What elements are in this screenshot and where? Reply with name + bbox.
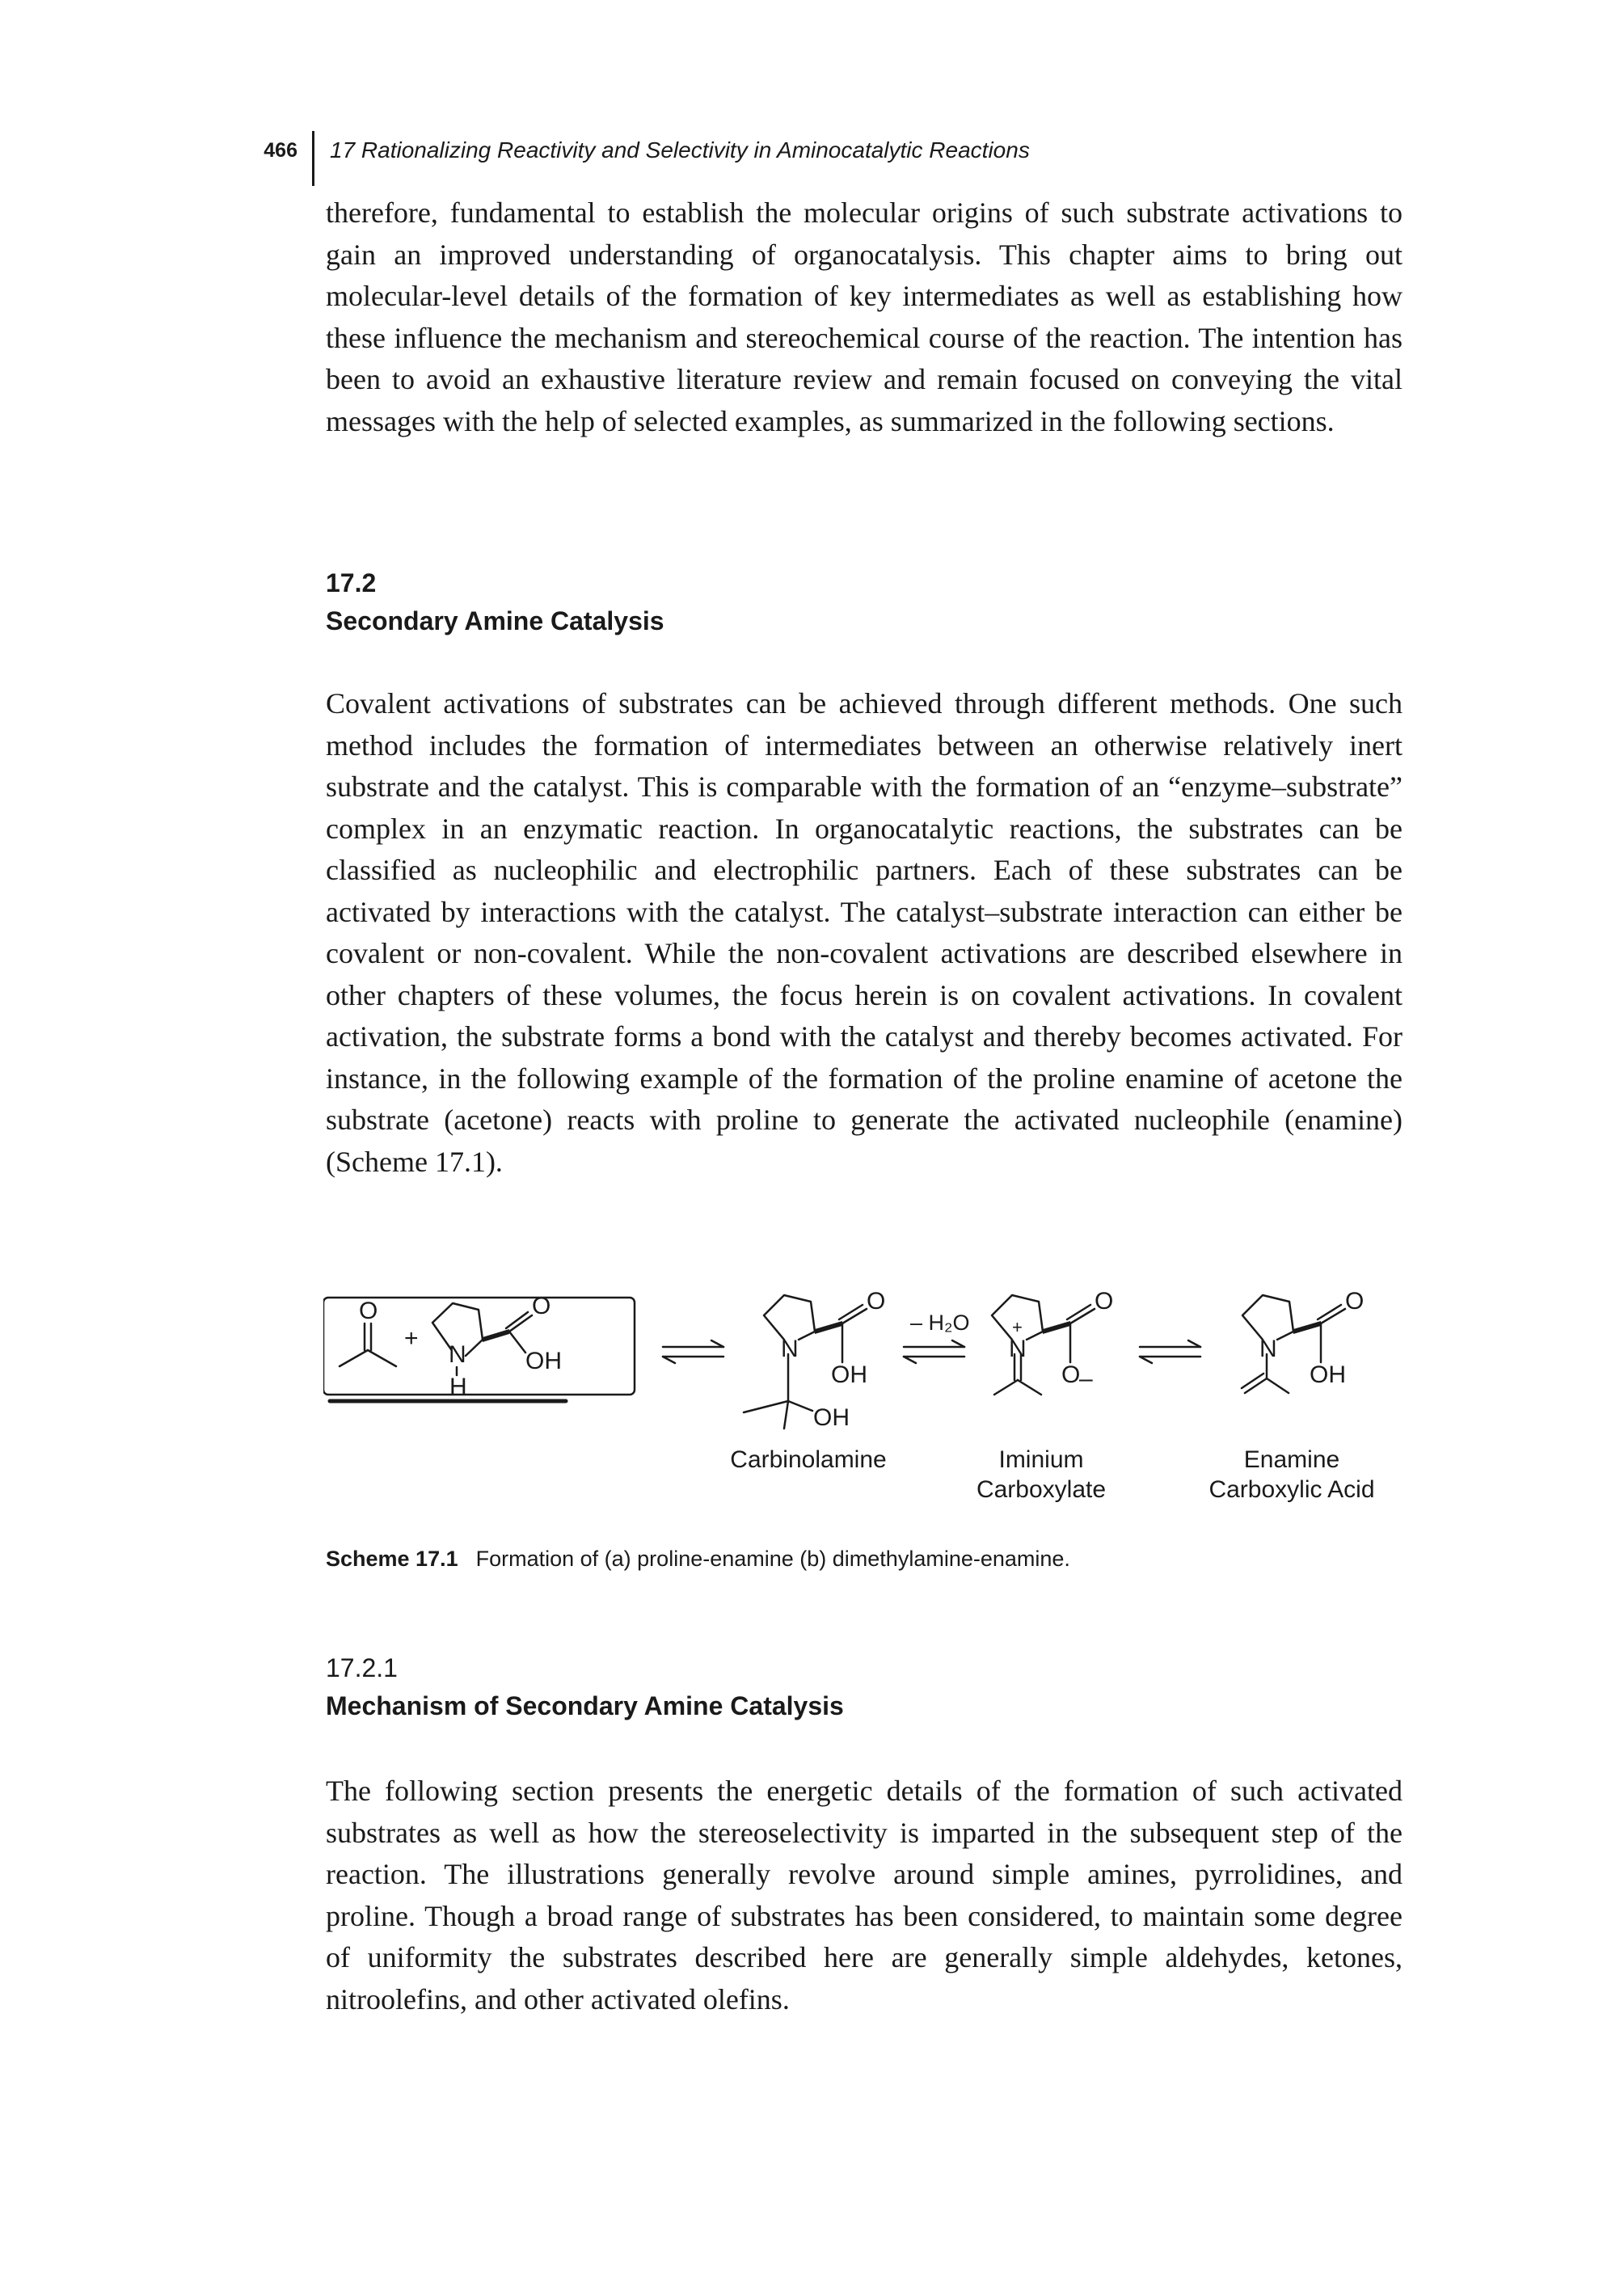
section-title: Secondary Amine Catalysis bbox=[326, 606, 664, 635]
proline-carbonyl-oxygen: O bbox=[532, 1293, 550, 1319]
paragraph-mechanism: The following section presents the energ… bbox=[326, 1775, 1403, 2016]
page-number: 466 bbox=[264, 139, 297, 162]
iminium-caption-line2: Carboxylate bbox=[977, 1476, 1106, 1503]
scheme-17-1-diagram: O + N H O OH N O OH OH – H₂O N + O O – N… bbox=[323, 1288, 1375, 1503]
carbinolamine-nitrogen: N bbox=[781, 1336, 799, 1362]
water-loss-label: – H₂O bbox=[910, 1311, 970, 1335]
paragraph-intro: therefore, fundamental to establish the … bbox=[326, 196, 1403, 437]
enamine-carbonyl-oxygen: O bbox=[1345, 1288, 1364, 1315]
paragraph-covalent-activation: Covalent activations of substrates can b… bbox=[326, 687, 1403, 1178]
carbinolamine-carbonyl-oxygen: O bbox=[867, 1288, 885, 1315]
scheme-caption-text: Formation of (a) proline-enamine (b) dim… bbox=[475, 1547, 1070, 1571]
scheme-caption: Scheme 17.1 Formation of (a) proline-enam… bbox=[326, 1547, 1070, 1572]
proline-nitrogen: N bbox=[449, 1341, 466, 1368]
enamine-caption-line2: Carboxylic Acid bbox=[1209, 1476, 1374, 1503]
carbinolamine-hydroxyl: OH bbox=[813, 1404, 850, 1431]
iminium-nitrogen: N bbox=[1009, 1336, 1027, 1362]
subsection-number: 17.2.1 bbox=[326, 1653, 398, 1682]
subsection-title: Mechanism of Secondary Amine Catalysis bbox=[326, 1691, 844, 1720]
wedge-bond-iminium bbox=[1043, 1321, 1070, 1334]
wedge-bond-enamine bbox=[1293, 1321, 1321, 1334]
scheme-caption-label: Scheme 17.1 bbox=[326, 1547, 458, 1571]
plus-sign: + bbox=[404, 1325, 419, 1352]
wedge-bond-proline bbox=[483, 1329, 509, 1342]
proline-hydrogen: H bbox=[449, 1374, 467, 1400]
acetone-oxygen: O bbox=[359, 1298, 378, 1324]
carbinolamine-acid-hydroxyl: OH bbox=[831, 1361, 867, 1388]
enamine-caption-line1: Enamine bbox=[1244, 1446, 1339, 1473]
iminium-positive-charge: + bbox=[1012, 1317, 1023, 1337]
header-divider bbox=[312, 131, 314, 186]
proline-hydroxyl: OH bbox=[525, 1348, 562, 1374]
carboxylate-negative-charge: – bbox=[1079, 1365, 1093, 1392]
iminium-carbonyl-oxygen: O bbox=[1095, 1288, 1113, 1315]
enamine-nitrogen: N bbox=[1259, 1336, 1277, 1362]
iminium-caption-line1: Iminium bbox=[998, 1446, 1083, 1473]
enamine-acid-hydroxyl: OH bbox=[1310, 1361, 1346, 1388]
carbinolamine-caption: Carbinolamine bbox=[730, 1446, 886, 1473]
carboxylate-oxygen: O bbox=[1061, 1361, 1080, 1388]
wedge-bond-carbinolamine bbox=[815, 1321, 842, 1334]
section-number: 17.2 bbox=[326, 568, 377, 597]
running-title: 17 Rationalizing Reactivity and Selectiv… bbox=[330, 137, 1030, 163]
